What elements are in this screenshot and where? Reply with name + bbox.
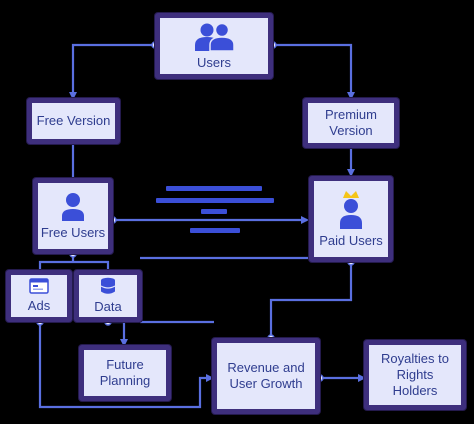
- node-future-planning: Future Planning: [79, 345, 171, 401]
- redacted-label-bar: [201, 209, 227, 214]
- edge-users-free-version: [69, 43, 155, 100]
- redacted-label-bar: [156, 198, 274, 203]
- node-future-planning-label: Future Planning: [99, 357, 151, 388]
- node-free-version: Free Version: [27, 98, 120, 144]
- node-free-users-label: Free Users: [40, 225, 106, 240]
- edge-users-premium-version: [273, 43, 355, 100]
- person-icon: [59, 191, 87, 225]
- node-royalties: Royalties to Rights Holders: [364, 340, 466, 410]
- redacted-label-bar: [190, 228, 240, 233]
- edge-data-future-planning: [108, 320, 128, 347]
- node-revenue-user-growth-label: Revenue and User Growth: [227, 360, 305, 391]
- node-ads-label: Ads: [27, 298, 51, 313]
- ad-window-icon: [29, 278, 49, 298]
- node-free-version-label: Free Version: [36, 113, 111, 128]
- database-icon: [100, 277, 116, 299]
- node-free-users: Free Users: [33, 178, 113, 254]
- edge-free-users-ads-data: [38, 254, 110, 270]
- crowned-person-icon: [336, 189, 366, 233]
- edge-ads-revenue: [38, 322, 214, 409]
- node-premium-version: Premium Version: [303, 98, 399, 148]
- node-users: Users: [155, 13, 273, 79]
- redacted-label-bar: [166, 186, 262, 191]
- node-revenue-user-growth: Revenue and User Growth: [212, 338, 320, 414]
- edge-paid-users-revenue: [269, 262, 353, 338]
- node-data: Data: [74, 270, 142, 322]
- node-paid-users-label: Paid Users: [319, 233, 383, 248]
- users-group-icon: [192, 21, 236, 55]
- node-users-label: Users: [197, 55, 231, 70]
- node-premium-version-label: Premium Version: [324, 107, 377, 138]
- node-data-label: Data: [94, 299, 122, 314]
- node-ads: Ads: [6, 270, 72, 322]
- node-paid-users: Paid Users: [309, 176, 393, 262]
- node-royalties-label: Royalties to Rights Holders: [381, 351, 449, 398]
